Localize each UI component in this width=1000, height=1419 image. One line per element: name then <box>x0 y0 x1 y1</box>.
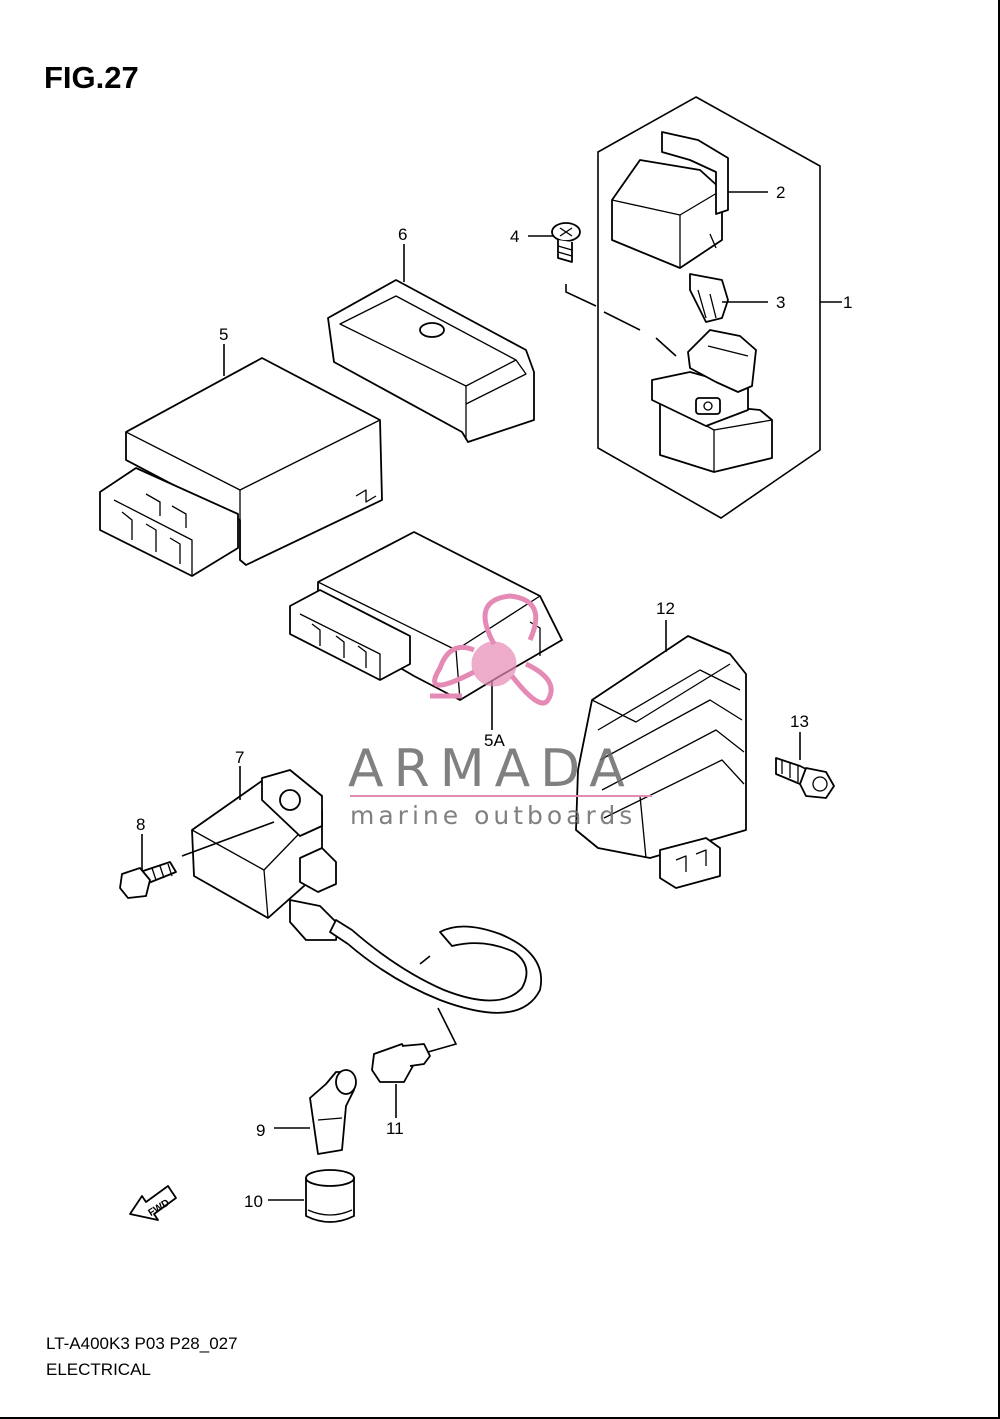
assembly-1-outline <box>597 96 821 519</box>
callout-6: 6 <box>398 225 407 244</box>
part-1-starter-relay-body[interactable] <box>651 329 773 473</box>
part-7-ignition-coil[interactable] <box>191 769 339 941</box>
part-5a-cdi-unit[interactable] <box>289 531 563 701</box>
part-12-regulator-rectifier[interactable] <box>575 635 747 889</box>
callout-3: 3 <box>776 293 785 312</box>
part-8-bolt[interactable] <box>119 861 177 899</box>
callout-5: 5 <box>219 325 228 344</box>
watermark: ARMADA marine outboards <box>348 593 652 830</box>
callout-4: 4 <box>510 227 519 246</box>
part-3-fuse[interactable] <box>689 273 729 323</box>
callout-1: 1 <box>843 293 852 312</box>
part-6-cover-sleeve[interactable] <box>327 279 535 443</box>
ignition-lead-wire <box>329 919 542 1014</box>
part-5-cdi-unit[interactable] <box>99 357 383 577</box>
callout-7: 7 <box>235 748 244 767</box>
callout-13: 13 <box>790 712 809 731</box>
callout-12: 12 <box>656 599 675 618</box>
part-4-guide-line <box>565 284 677 357</box>
watermark-logo <box>430 593 554 706</box>
watermark-brand: ARMADA <box>348 739 635 799</box>
footer-section-name: ELECTRICAL <box>46 1360 151 1379</box>
callout-5a: 5A <box>484 731 505 750</box>
part-4-screw[interactable] <box>551 222 581 263</box>
figure-title: FIG.27 <box>44 60 139 95</box>
part-9-plug-cap[interactable] <box>309 1069 357 1155</box>
leader-lines <box>141 191 842 1201</box>
footer-model-code: LT-A400K3 P03 P28_027 <box>46 1334 238 1353</box>
part-13-bolt[interactable] <box>775 757 835 799</box>
callout-9: 9 <box>256 1121 265 1140</box>
part-11-connector[interactable] <box>371 1043 431 1083</box>
watermark-tagline: marine outboards <box>350 801 636 830</box>
callout-11: 11 <box>386 1119 404 1138</box>
lead-guide-line <box>419 955 458 1053</box>
callout-10: 10 <box>244 1192 263 1211</box>
forward-direction-arrow: FWD <box>129 1185 177 1221</box>
callout-8: 8 <box>136 815 145 834</box>
part-10-cap[interactable] <box>305 1169 355 1223</box>
callout-2: 2 <box>776 183 785 202</box>
part-8-guide-line <box>181 821 275 857</box>
part-2-relay-cover[interactable] <box>611 131 729 269</box>
